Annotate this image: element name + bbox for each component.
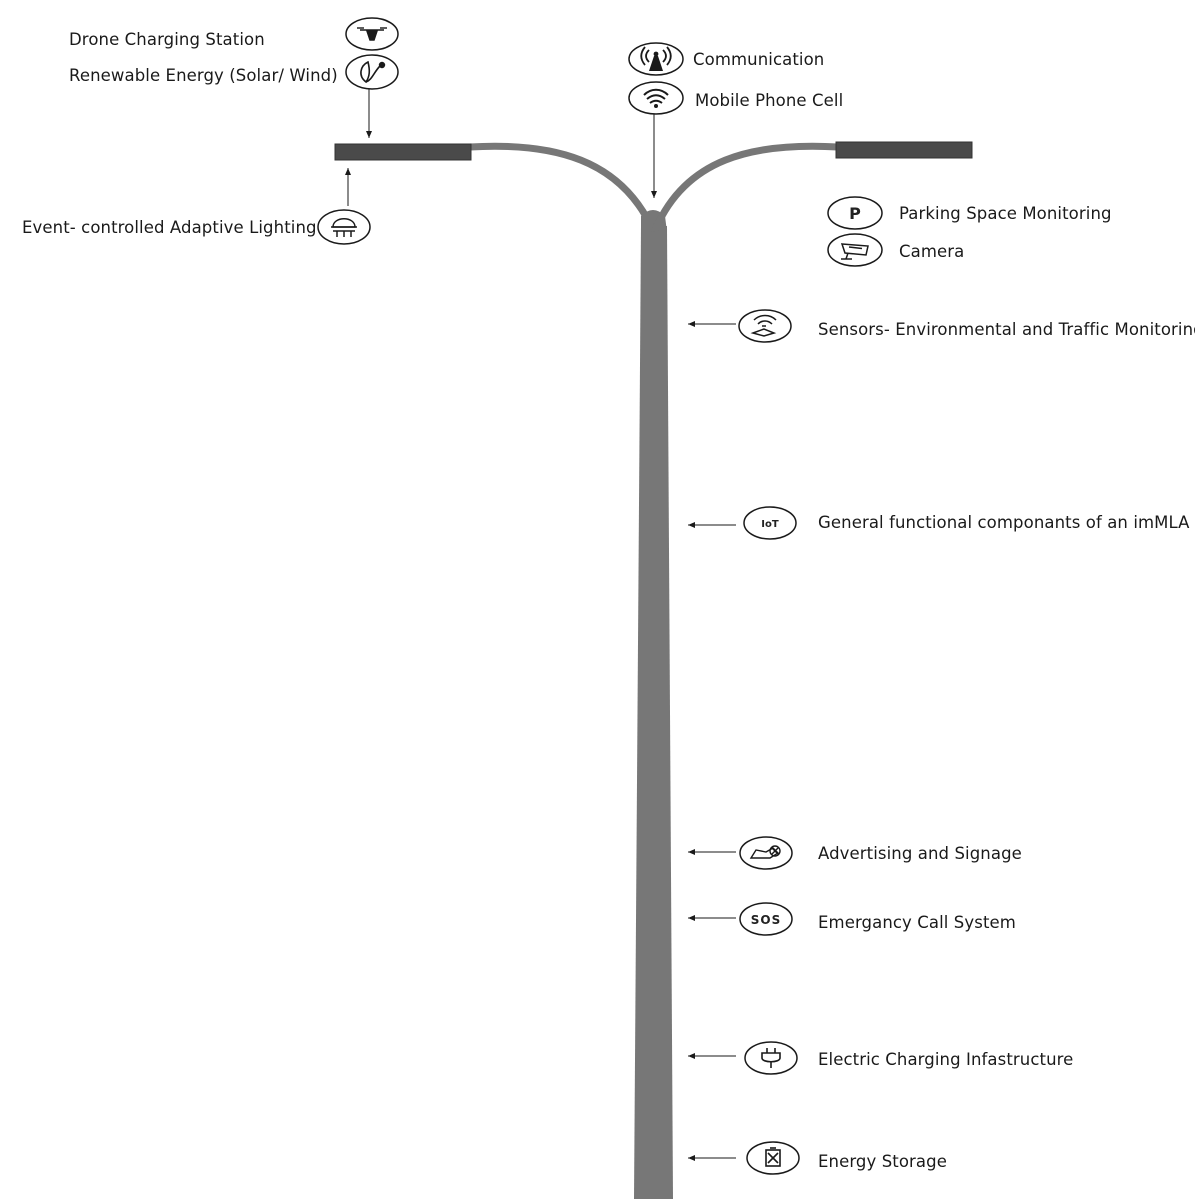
parking-icon-text: P [849,204,861,223]
label-renewable-energy: Renewable Energy (Solar/ Wind) [69,66,338,85]
left-arm [466,142,656,232]
iot-icon: IoT [743,506,797,540]
label-emergency: Emergancy Call System [818,913,1016,932]
sos-icon-text: SOS [751,913,782,927]
label-camera: Camera [899,242,965,261]
iot-icon-text: IoT [761,519,779,530]
right-lamp-head [835,141,973,159]
plug-icon [744,1041,798,1075]
signage-icon [739,836,793,870]
label-sensors: Sensors- Environmental and Traffic Monit… [818,320,1195,339]
label-iot: General functional componants of an imML… [818,513,1190,532]
battery-icon [746,1141,800,1175]
left-lamp-head [334,143,472,161]
sensor-hand-icon [738,309,792,343]
arrows [345,88,736,1161]
lamp-pole [634,210,673,1199]
sos-icon: SOS [739,902,793,936]
antenna-tower-icon [628,42,684,76]
label-communication: Communication [693,50,825,69]
label-mobile-cell: Mobile Phone Cell [695,91,844,110]
leaf-plug-icon [345,54,399,90]
camera-icon [827,233,883,267]
drone-icon [345,17,399,51]
label-charging: Electric Charging Infastructure [818,1050,1074,1069]
lamp-icon [317,209,371,245]
label-parking: Parking Space Monitoring [899,204,1112,223]
right-arm [652,142,842,232]
label-adaptive-lighting: Event- controlled Adaptive Lighting [22,218,317,237]
label-drone-charging: Drone Charging Station [69,30,265,49]
parking-icon: P [827,196,883,230]
label-advertising: Advertising and Signage [818,844,1022,863]
wifi-icon [628,81,684,115]
label-storage: Energy Storage [818,1152,947,1171]
